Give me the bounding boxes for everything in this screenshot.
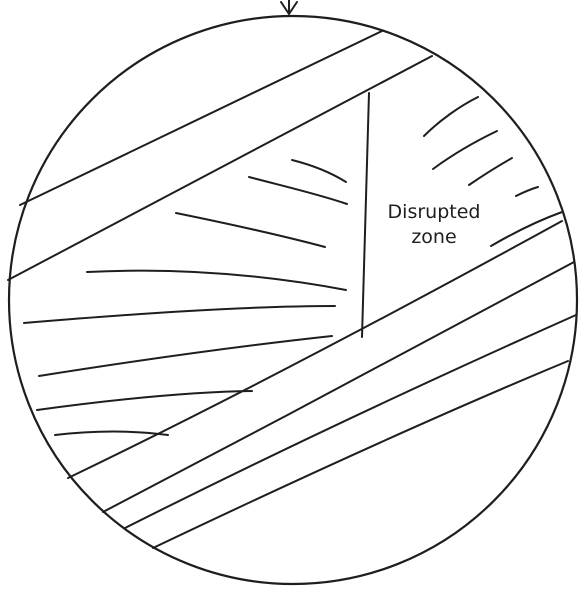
field-of-view-circle: [9, 16, 577, 584]
upper-band: [8, 31, 432, 280]
pointer-arrow-icon: [281, 0, 297, 14]
disrupted-zone-label-line1: Disrupted: [388, 201, 481, 223]
disrupted-zone-label-line2: zone: [411, 226, 456, 248]
wedge-boundary-line: [362, 93, 369, 337]
disrupted-zone-dashes: [424, 97, 562, 246]
wedge-foliation-lines: [24, 160, 347, 435]
